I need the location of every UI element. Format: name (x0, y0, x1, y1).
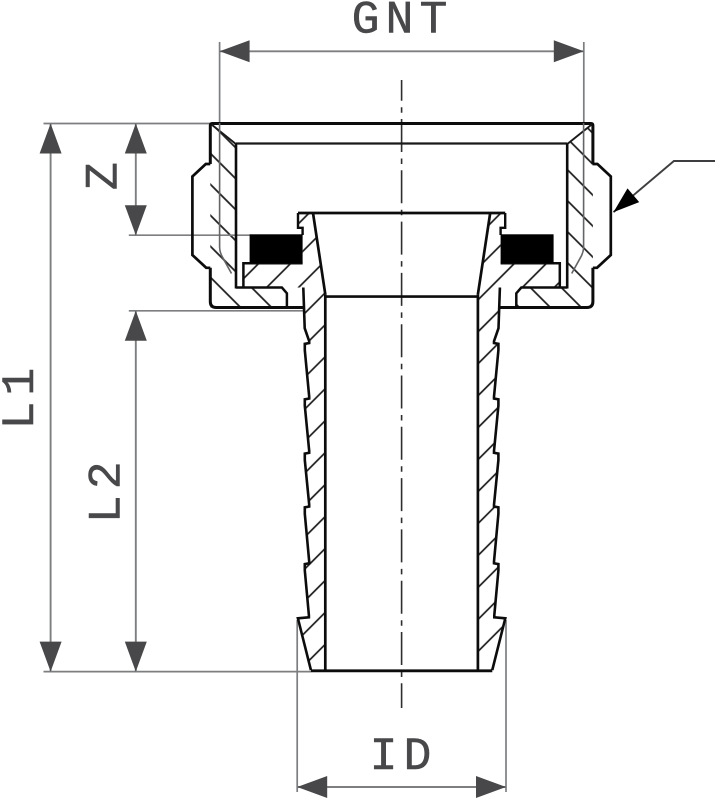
svg-text:GNT: GNT (352, 0, 454, 47)
svg-text:Z: Z (77, 162, 130, 190)
svg-text:ID: ID (370, 730, 438, 783)
svg-text:L2: L2 (81, 455, 134, 523)
svg-text:L1: L1 (0, 362, 47, 430)
